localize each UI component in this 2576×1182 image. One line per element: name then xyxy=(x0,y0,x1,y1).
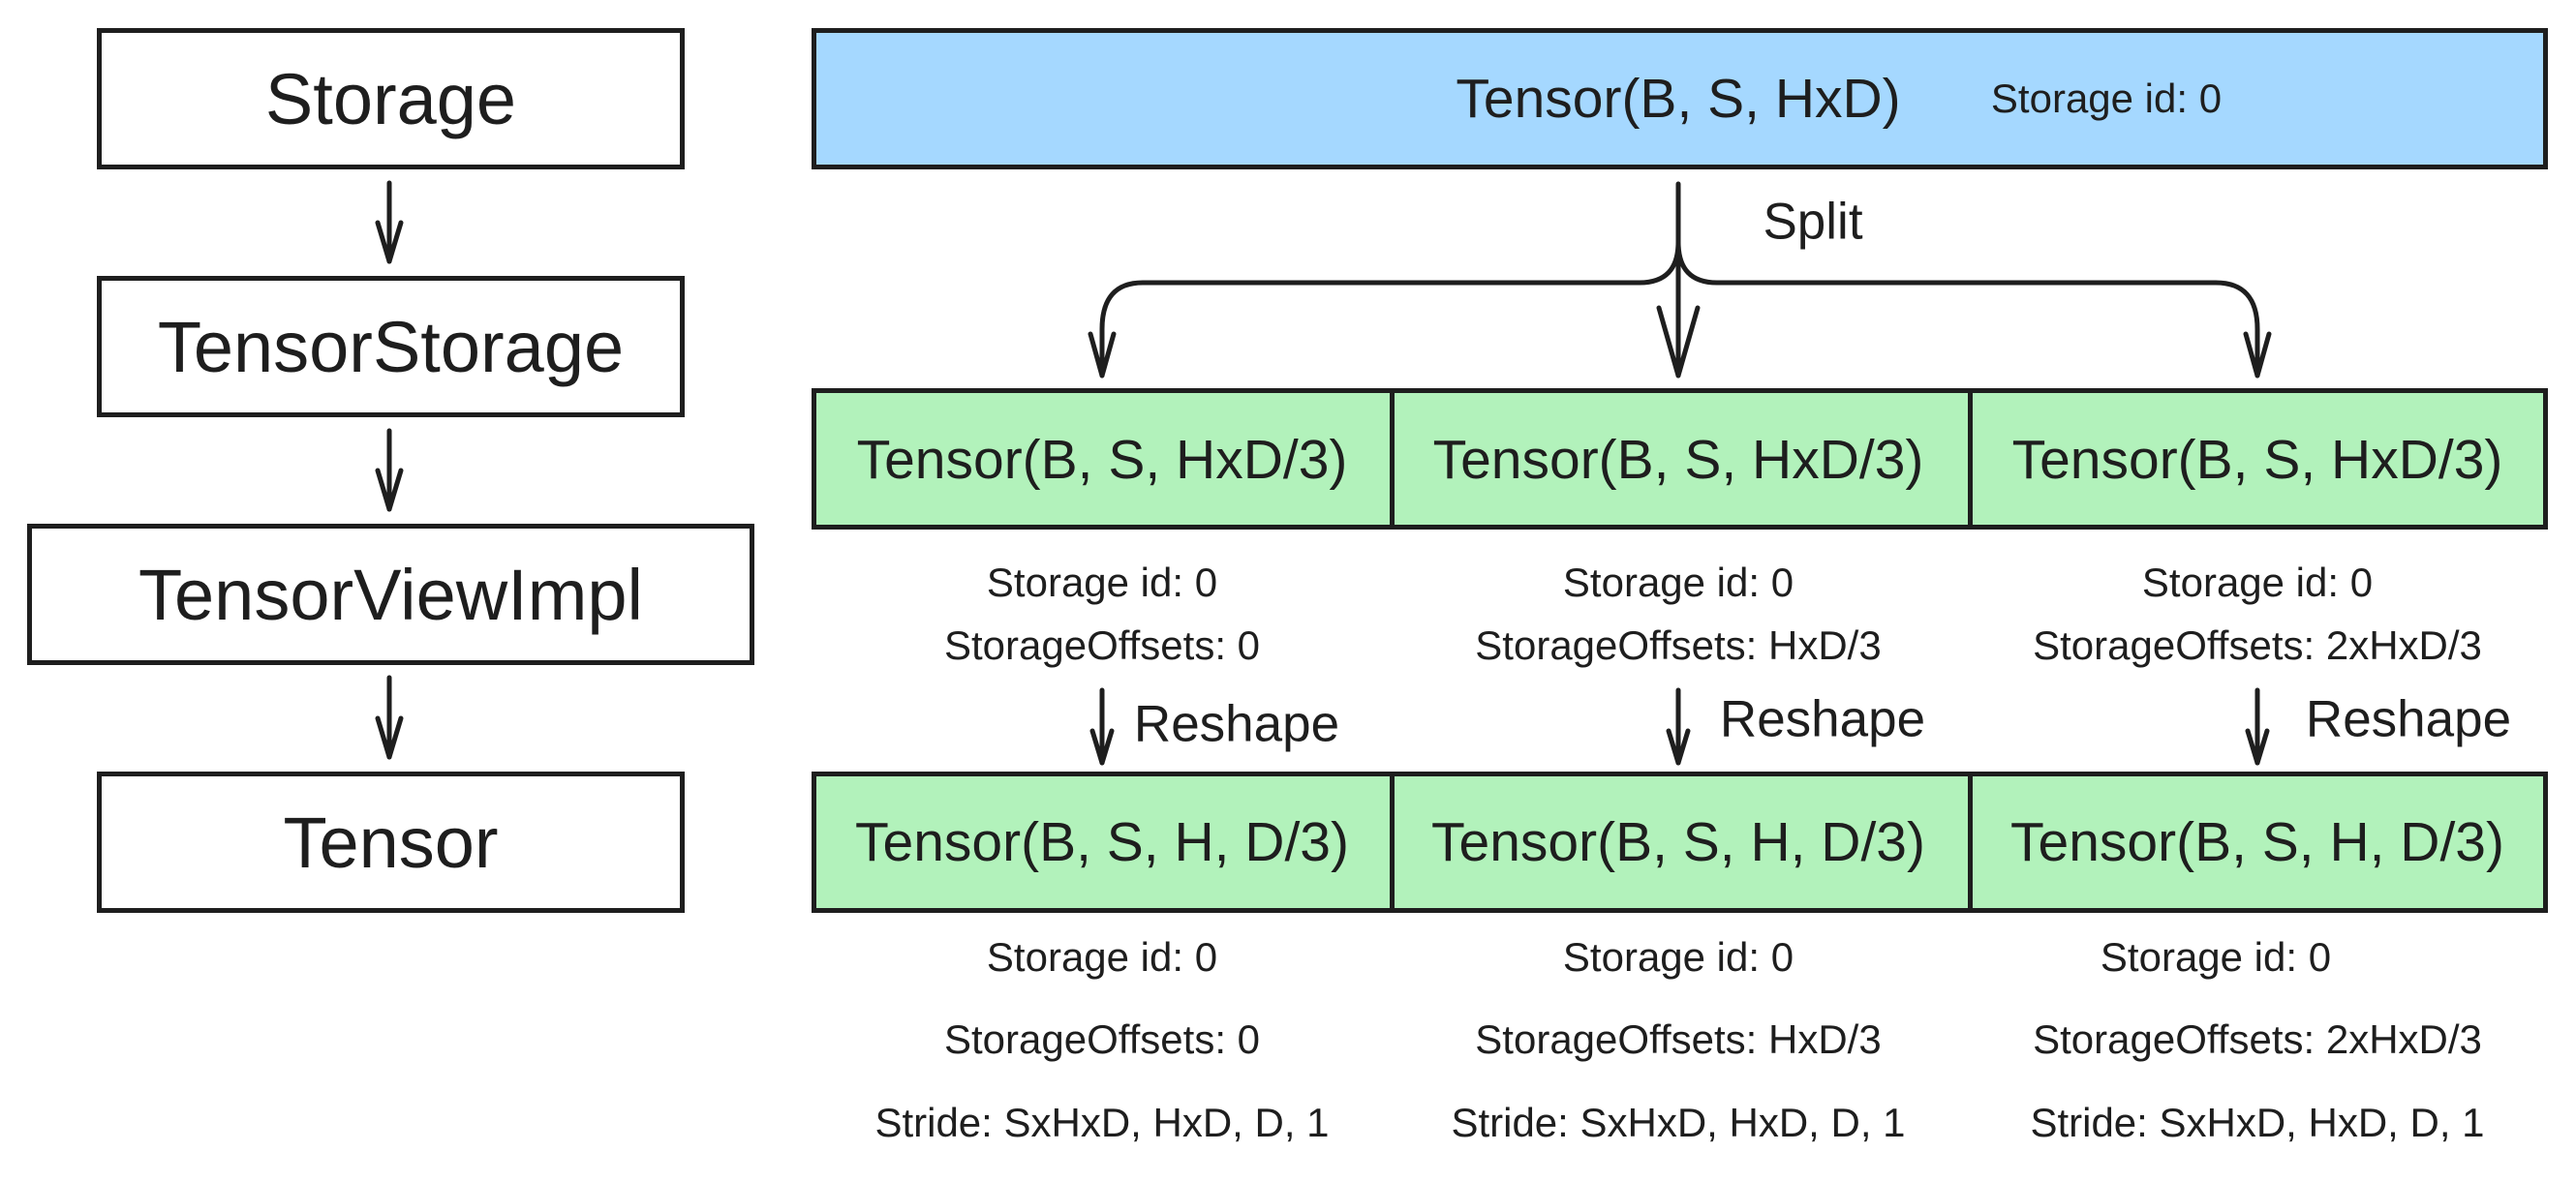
split-tensor-3-title: Tensor(B, S, HxD/3) xyxy=(2011,429,2503,491)
reshaped-tensor-3-storage-id: Storage id: 0 xyxy=(2100,934,2332,980)
reshaped-tensor-3-stride: Stride: SxHxD, HxD, D, 1 xyxy=(2030,1100,2485,1145)
reshaped-tensor-3-offset: StorageOffsets: 2xHxD/3 xyxy=(2033,1016,2482,1062)
reshaped-tensor-1-storage-id: Storage id: 0 xyxy=(986,934,1218,980)
split-arrow-center xyxy=(1656,181,1701,379)
reshaped-tensor-2-storage-id: Storage id: 0 xyxy=(1562,934,1794,980)
reshaped-tensor-1-stride: Stride: SxHxD, HxD, D, 1 xyxy=(874,1100,1330,1145)
split-tensor-3 xyxy=(1968,388,2548,530)
split-tensor-2 xyxy=(1390,388,1973,530)
split-tensor-2-storage-id: Storage id: 0 xyxy=(1562,560,1794,605)
split-tensor-1-storage-id: Storage id: 0 xyxy=(986,560,1218,605)
source-tensor-title: Tensor(B, S, HxD) xyxy=(1456,68,1901,130)
reshape-arrow-2 xyxy=(1666,687,1691,766)
split-arrow-right xyxy=(1675,239,2272,379)
arrow-storage-to-tensorstorage xyxy=(375,180,404,264)
reshaped-tensor-2-stride: Stride: SxHxD, HxD, D, 1 xyxy=(1451,1100,1906,1145)
split-tensor-3-storage-id: Storage id: 0 xyxy=(2141,560,2374,605)
split-tensor-1-offset: StorageOffsets: 0 xyxy=(943,622,1261,668)
split-arrow-left xyxy=(1088,239,1681,379)
reshape-label-2: Reshape xyxy=(1719,690,1926,748)
arrow-viewimpl-to-tensor xyxy=(375,675,404,760)
reshaped-tensor-2-title: Tensor(B, S, H, D/3) xyxy=(1431,811,1925,873)
split-label: Split xyxy=(1763,193,1863,251)
split-tensor-1-title: Tensor(B, S, HxD/3) xyxy=(856,429,1348,491)
storage-box: Storage xyxy=(97,28,685,169)
tensor-box: Tensor xyxy=(97,772,685,913)
reshape-arrow-3 xyxy=(2245,687,2270,766)
split-tensor-2-offset: StorageOffsets: HxD/3 xyxy=(1475,622,1882,668)
tensor-label: Tensor xyxy=(283,802,499,883)
reshaped-tensor-1-offset: StorageOffsets: 0 xyxy=(943,1016,1261,1062)
storage-label: Storage xyxy=(264,58,517,139)
reshape-label-3: Reshape xyxy=(2305,690,2512,748)
split-tensor-2-title: Tensor(B, S, HxD/3) xyxy=(1432,429,1924,491)
source-storage-id: Storage id: 0 xyxy=(1990,76,2223,121)
reshaped-tensor-3-title: Tensor(B, S, H, D/3) xyxy=(2010,811,2504,873)
arrow-tensorstorage-to-viewimpl xyxy=(375,428,404,512)
tensor-storage-box: TensorStorage xyxy=(97,276,685,417)
tensor-view-impl-box: TensorViewImpl xyxy=(27,524,754,665)
split-tensor-3-offset: StorageOffsets: 2xHxD/3 xyxy=(2033,622,2482,668)
split-tensor-1 xyxy=(812,388,1395,530)
reshaped-tensor-3 xyxy=(1968,772,2548,913)
reshape-label-1: Reshape xyxy=(1133,695,1340,753)
source-tensor-box xyxy=(812,28,2548,169)
reshaped-tensor-1 xyxy=(812,772,1395,913)
reshaped-tensor-2 xyxy=(1390,772,1973,913)
reshaped-tensor-1-title: Tensor(B, S, H, D/3) xyxy=(855,811,1349,873)
reshaped-tensor-2-offset: StorageOffsets: HxD/3 xyxy=(1475,1016,1882,1062)
tensor-view-impl-label: TensorViewImpl xyxy=(138,554,643,635)
reshape-arrow-1 xyxy=(1089,687,1115,766)
tensor-storage-label: TensorStorage xyxy=(157,306,625,387)
